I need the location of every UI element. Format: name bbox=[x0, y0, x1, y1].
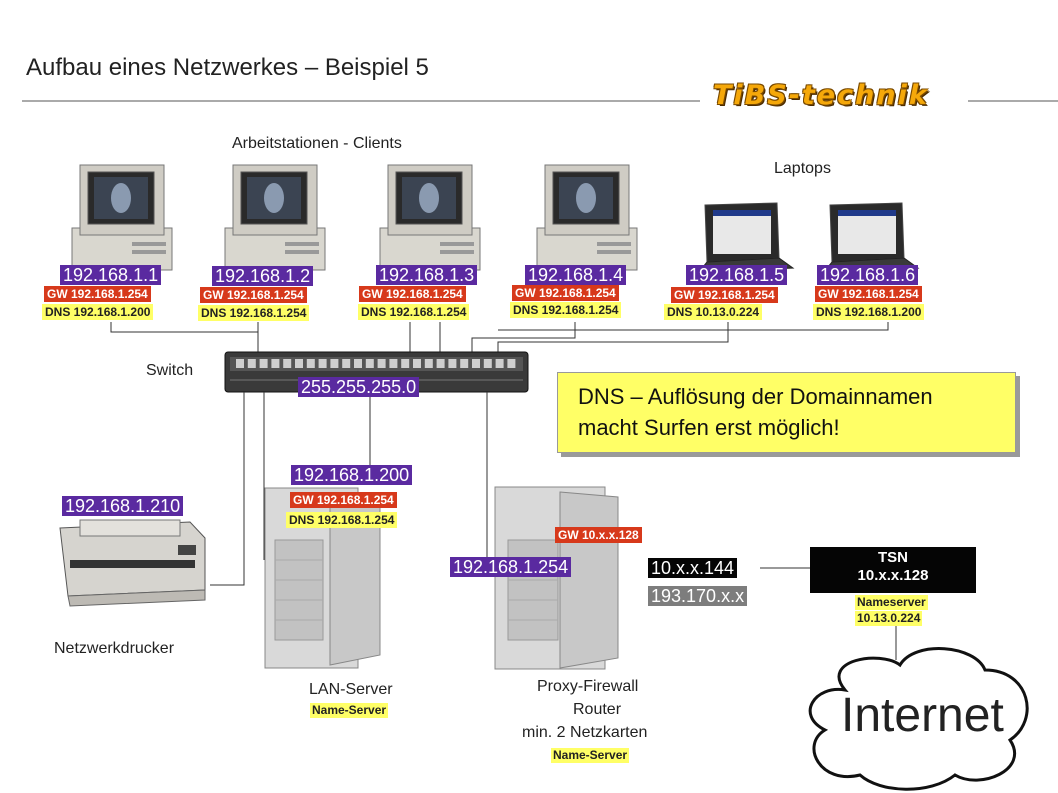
workstations-label: Arbeitstationen - Clients bbox=[232, 135, 402, 152]
lan-server-ip: 192.168.1.200 bbox=[291, 465, 413, 485]
client-1-dns: DNS 192.168.1.200 bbox=[42, 304, 154, 320]
client-4-dns: DNS 192.168.1.254 bbox=[510, 302, 622, 318]
client-5-gw: GW 192.168.1.254 bbox=[671, 287, 778, 303]
switch-port bbox=[318, 359, 327, 368]
tsn-nameserver-label: Nameserver bbox=[855, 595, 928, 610]
tsn-name: TSN bbox=[878, 549, 908, 566]
switch-port bbox=[401, 359, 410, 368]
tsn-nameserver-ip: 10.13.0.224 bbox=[855, 611, 923, 626]
callout-line-2: macht Surfen erst möglich! bbox=[578, 415, 840, 440]
client-6-ip: 192.168.1.6 bbox=[817, 265, 919, 285]
tsn-box: TSN 10.x.x.128 bbox=[810, 547, 976, 593]
lan-server-label: LAN-Server bbox=[309, 681, 393, 698]
switch-port bbox=[483, 359, 492, 368]
switch-port bbox=[259, 359, 268, 368]
server-cables bbox=[210, 392, 897, 660]
switch-port bbox=[236, 359, 244, 368]
switch-port bbox=[295, 359, 303, 368]
laptop-computer bbox=[697, 202, 795, 273]
client-6-gw: GW 192.168.1.254 bbox=[815, 286, 922, 302]
callout-line-1: DNS – Auflösung der Domainnamen bbox=[578, 384, 933, 409]
page-title: Aufbau eines Netzwerkes – Beispiel 5 bbox=[26, 54, 429, 81]
switch-port bbox=[507, 359, 516, 368]
printer-device bbox=[59, 519, 206, 607]
printer-label: Netzwerkdrucker bbox=[54, 640, 175, 657]
internet-cloud bbox=[808, 647, 1029, 791]
lan-server-nameserver-label: Name-Server bbox=[310, 703, 389, 718]
tibs-logo: TiBS-technik bbox=[713, 80, 929, 111]
client-3-ip: 192.168.1.3 bbox=[376, 265, 478, 285]
lan-server-dns: DNS 192.168.1.254 bbox=[286, 512, 398, 528]
workstation-computer bbox=[71, 164, 173, 271]
lan-server-gw: GW 192.168.1.254 bbox=[290, 492, 397, 508]
client-5-dns: DNS 10.13.0.224 bbox=[664, 304, 763, 320]
switch-port bbox=[448, 359, 457, 368]
switch-port bbox=[413, 359, 421, 368]
proxy-gw: GW 10.x.x.128 bbox=[555, 527, 642, 543]
client-4-gw: GW 192.168.1.254 bbox=[512, 285, 619, 301]
workstation-computer bbox=[379, 164, 481, 271]
switch-port bbox=[271, 359, 280, 368]
proxy-label-1: Proxy-Firewall bbox=[537, 678, 639, 695]
client-1-gw: GW 192.168.1.254 bbox=[44, 286, 151, 302]
switch-port bbox=[377, 359, 386, 368]
switch-port bbox=[365, 359, 374, 368]
switch-port bbox=[436, 359, 445, 368]
proxy-label-2: Router bbox=[573, 701, 622, 718]
proxy-label-3: min. 2 Netzkarten bbox=[522, 724, 648, 741]
dns-callout: DNS – Auflösung der Domainnamen macht Su… bbox=[557, 372, 1016, 453]
switch-label: Switch bbox=[146, 362, 194, 379]
switch-port bbox=[330, 359, 339, 368]
tsn-ip: 10.x.x.128 bbox=[857, 567, 929, 584]
switch-port bbox=[342, 359, 351, 368]
client-5-ip: 192.168.1.5 bbox=[686, 265, 788, 285]
proxy-wan-ip: 10.x.x.144 bbox=[648, 558, 738, 578]
proxy-server-device bbox=[494, 486, 619, 670]
client-cables bbox=[110, 322, 889, 352]
workstation-computer bbox=[224, 164, 326, 271]
client-4-ip: 192.168.1.4 bbox=[525, 265, 627, 285]
client-6-dns: DNS 192.168.1.200 bbox=[813, 304, 925, 320]
proxy-lan-ip: 192.168.1.254 bbox=[450, 557, 572, 577]
proxy-nameserver-label: Name-Server bbox=[551, 748, 630, 763]
switch-port bbox=[354, 359, 362, 368]
client-2-gw: GW 192.168.1.254 bbox=[200, 287, 307, 303]
workstation-computer bbox=[536, 164, 638, 271]
client-3-dns: DNS 192.168.1.254 bbox=[358, 304, 470, 320]
switch-port bbox=[389, 359, 398, 368]
switch-port bbox=[247, 359, 256, 368]
subnet-mask: 255.255.255.0 bbox=[298, 377, 420, 397]
client-3-gw: GW 192.168.1.254 bbox=[359, 286, 466, 302]
switch-port bbox=[495, 359, 504, 368]
switch-port bbox=[283, 359, 292, 368]
laptops-label: Laptops bbox=[774, 160, 831, 177]
switch-port bbox=[472, 359, 480, 368]
internet-label: Internet bbox=[841, 689, 1004, 742]
client-2-ip: 192.168.1.2 bbox=[212, 266, 314, 286]
proxy-public-ip: 193.170.x.x bbox=[648, 586, 748, 606]
client-1-ip: 192.168.1.1 bbox=[60, 265, 162, 285]
laptop-computer bbox=[822, 202, 920, 273]
switch-port bbox=[460, 359, 469, 368]
switch-port bbox=[424, 359, 433, 368]
switch-port bbox=[306, 359, 315, 368]
printer-ip: 192.168.1.210 bbox=[62, 496, 184, 516]
client-2-dns: DNS 192.168.1.254 bbox=[198, 305, 310, 321]
